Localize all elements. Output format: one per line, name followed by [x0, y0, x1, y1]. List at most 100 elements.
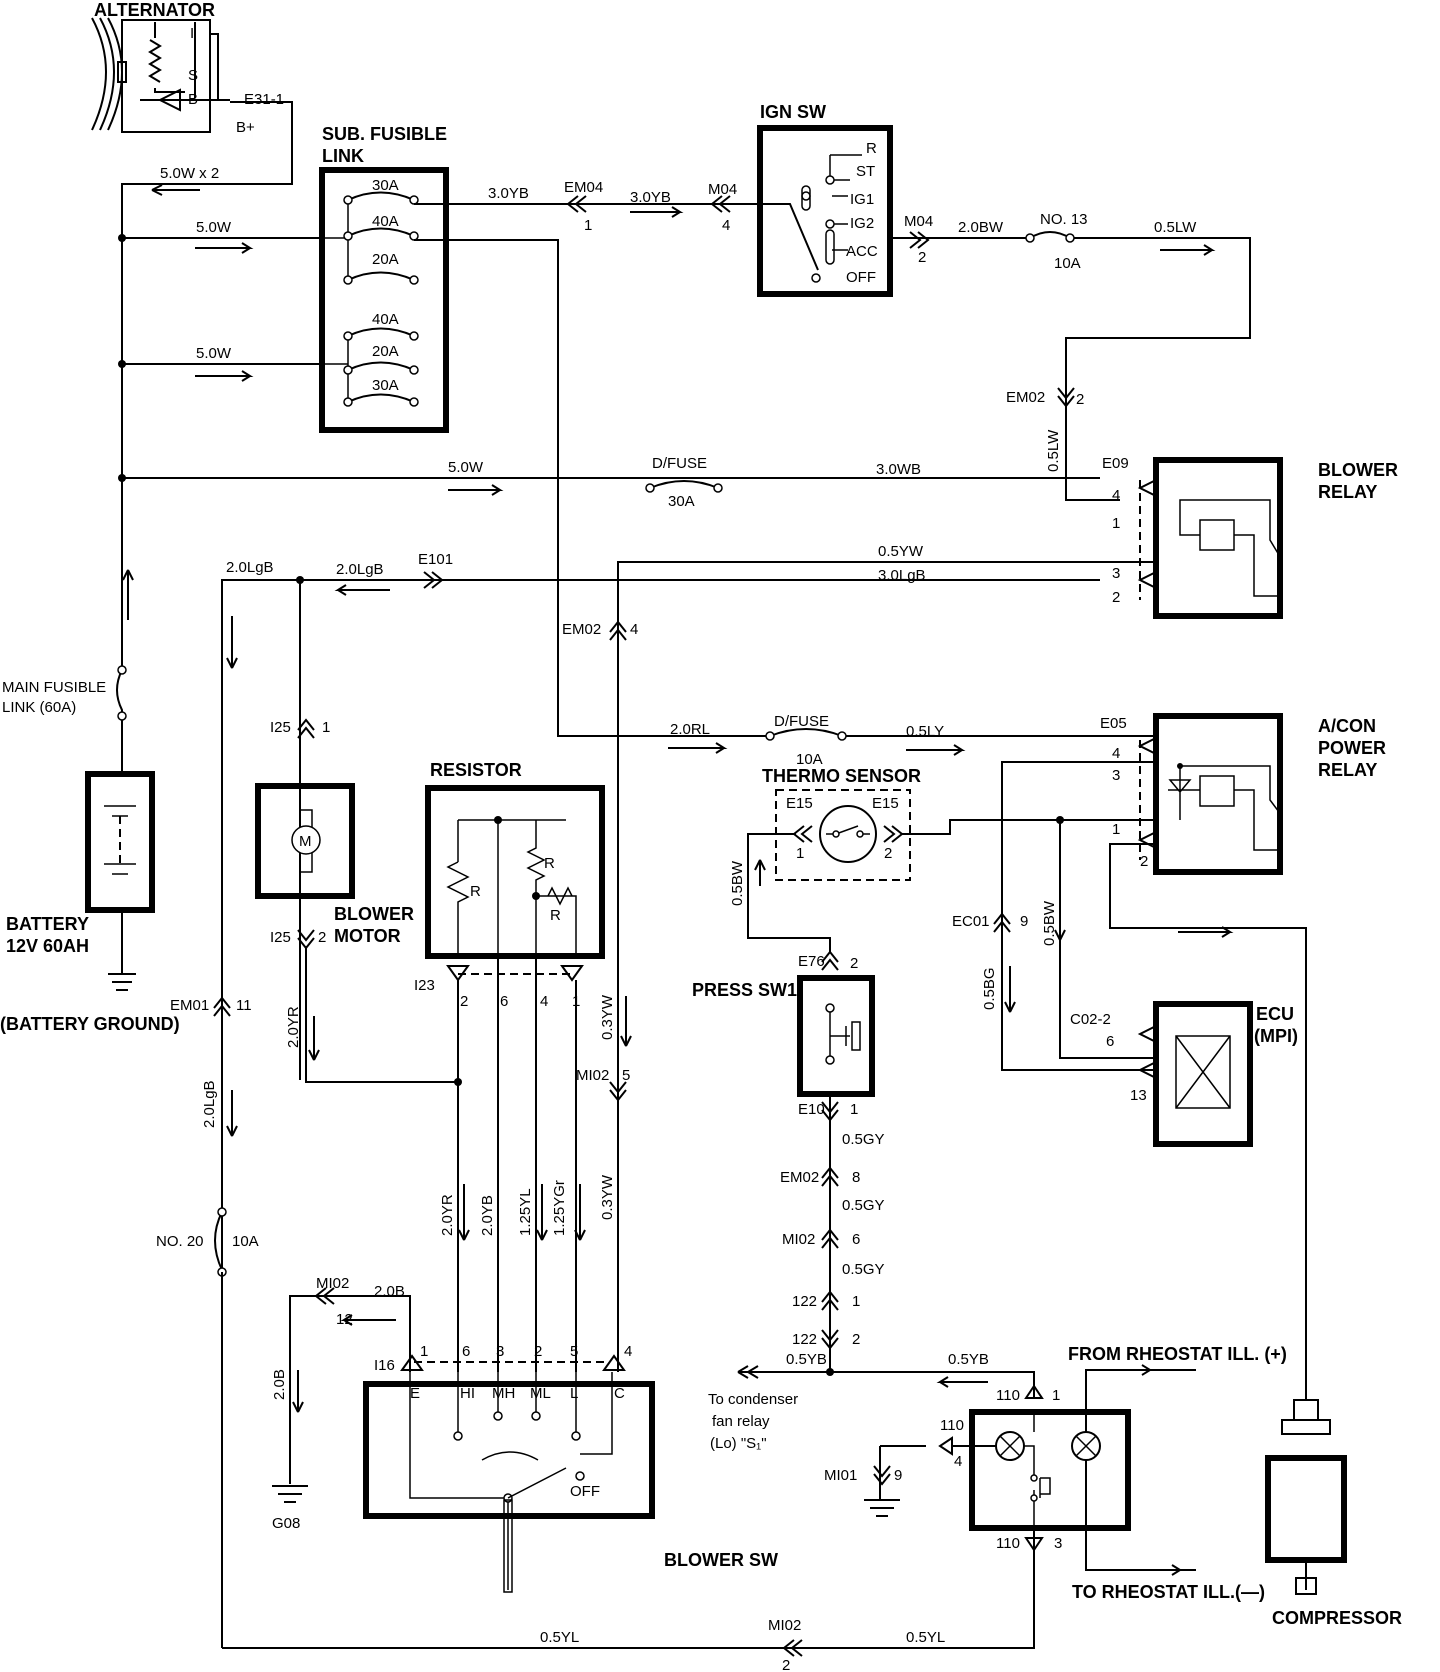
ill-pin-3: 3: [1054, 1535, 1062, 1552]
thermo-sensor-label: THERMO SENSOR: [762, 766, 921, 786]
conn-i16: I16: [374, 1357, 395, 1374]
dfuse-30-label: D/FUSE: [652, 455, 707, 472]
resistor-r-1: R: [470, 883, 481, 900]
bs-pin-5: 5: [570, 1343, 578, 1360]
from-rheostat-note: FROM RHEOSTAT ILL. (+): [1068, 1344, 1287, 1364]
wire-05yw-top: 0.5YW: [878, 543, 924, 560]
bs-term-ml: ML: [530, 1385, 551, 1402]
conn-122-b-pin: 2: [852, 1331, 860, 1348]
ap-pin-4: 4: [1112, 745, 1120, 762]
condenser-note-1: To condenser: [708, 1391, 798, 1408]
conn-mi02-b: MI02: [576, 1067, 609, 1084]
wire-03yw-a: 0.3YW: [599, 994, 616, 1040]
ecu: ECU (MPI) C02-2 6 13: [1070, 1001, 1298, 1147]
conn-e10: E10: [798, 1101, 825, 1118]
fuse-30a-a: 30A: [372, 177, 399, 194]
conn-mi02-a-pin: 6: [852, 1231, 860, 1248]
ecu-label-2: (MPI): [1254, 1026, 1298, 1046]
conn-e09: E09: [1102, 455, 1129, 472]
wire-3wb: 3.0WB: [876, 461, 921, 478]
resistor-label: RESISTOR: [430, 760, 522, 780]
ecu-pin-6: 6: [1106, 1033, 1114, 1050]
conn-i25-b: I25: [270, 929, 291, 946]
wire-05gy-b: 0.5GY: [842, 1197, 885, 1214]
battery-bus: 5.0W x 2 5.0W 5.0W 5.0W: [118, 101, 1100, 670]
blower-motor-label-1: BLOWER: [334, 904, 414, 924]
conn-e10-pin: 1: [850, 1101, 858, 1118]
ap-pin-3: 3: [1112, 767, 1120, 784]
wire-5w-a: 5.0W: [196, 219, 232, 236]
wire-03yw-b: 0.3YW: [599, 1174, 616, 1220]
ill-pin-110b: 110: [940, 1417, 964, 1434]
dfuse-10-label: D/FUSE: [774, 713, 829, 730]
conn-mi02-a: MI02: [782, 1231, 815, 1248]
conn-i25-b-pin: 2: [318, 929, 326, 946]
wire-5w-c: 5.0W: [448, 459, 484, 476]
ign-pos-r: R: [866, 140, 877, 157]
illumination-module: 110 1 110 4 110 3 FROM RHEOSTAT ILL. (+)…: [222, 1344, 1287, 1649]
ts-pin-2: 2: [884, 845, 892, 862]
ecu-pin-13: 13: [1130, 1087, 1147, 1104]
wire-3yb-a: 3.0YB: [488, 185, 529, 202]
conn-em02-a-pin: 2: [1076, 391, 1084, 408]
sub-fusible-label-1: SUB. FUSIBLE: [322, 124, 447, 144]
conn-m04a-pin: 4: [722, 217, 730, 234]
ign-feed: 3.0YB EM04 1 3.0YB M04 4: [414, 179, 760, 234]
conn-mi02-d-pin: 2: [782, 1657, 790, 1672]
wire-2lgb-a: 2.0LgB: [226, 559, 274, 576]
ign-pos-off: OFF: [846, 269, 876, 286]
fuse-no20-rating: 10A: [232, 1233, 259, 1250]
conn-122-b: 122: [792, 1331, 817, 1348]
wire-05lw-b: 0.5LW: [1045, 429, 1062, 472]
resistor: RESISTOR R R R I23 2 6 4 1: [414, 760, 605, 1372]
wire-3yb-b: 3.0YB: [630, 189, 671, 206]
wire-2yr-b: 2.0YR: [439, 1194, 456, 1236]
ign-pos-acc: ACC: [846, 243, 878, 260]
blower-motor-label-2: MOTOR: [334, 926, 401, 946]
acon-feed: 2.0RL D/FUSE 10A 0.5LY: [668, 713, 1156, 768]
bs-pin-2: 2: [534, 1343, 542, 1360]
acon-relay-label-1: A/CON: [1318, 716, 1376, 736]
resistor-r-3: R: [550, 907, 561, 924]
i23-pin-4: 4: [540, 993, 548, 1010]
conn-em02-c-pin: 8: [852, 1169, 860, 1186]
wire-05bg: 0.5BG: [981, 967, 998, 1010]
ill-pin-110a: 110: [996, 1387, 1020, 1404]
wire-125yl: 1.25YL: [517, 1188, 534, 1236]
alt-terminal-b: B: [188, 91, 198, 108]
battery: MAIN FUSIBLE LINK (60A) BATTERY 12V 60AH…: [0, 665, 180, 1034]
condenser-note-2: fan relay: [712, 1413, 770, 1430]
bs-pin-3: 3: [496, 1343, 504, 1360]
left-feed: EM01 11 2.0LgB NO. 20 10A: [156, 996, 259, 1277]
br-pin-3: 3: [1112, 565, 1120, 582]
to-rheostat-note: TO RHEOSTAT ILL.(—): [1072, 1582, 1265, 1602]
conn-em02-b-pin: 4: [630, 621, 638, 638]
wire-05bw-b: 0.5BW: [1041, 900, 1058, 946]
wire-05yl-a: 0.5YL: [540, 1629, 579, 1646]
fuse-20a-b: 20A: [372, 343, 399, 360]
alt-terminal-i: I: [190, 25, 194, 42]
conn-em02-b: EM02: [562, 621, 601, 638]
conn-em04-pin: 1: [584, 217, 592, 234]
alt-terminal-s: S: [188, 67, 198, 84]
ill-pin-4: 4: [954, 1453, 962, 1470]
ign-switch: IGN SW R ST IG1 IG2 ACC OFF: [757, 102, 893, 297]
i23-pin-6: 6: [500, 993, 508, 1010]
bottom-return: 0.5YL 0.5YL MI02 2: [221, 1272, 945, 1672]
acon-relay-label-2: POWER: [1318, 738, 1386, 758]
conn-mi01: MI01: [824, 1467, 857, 1484]
conn-e15-a: E15: [786, 795, 813, 812]
wire-05ly: 0.5LY: [906, 723, 944, 740]
conn-mi02-d: MI02: [768, 1617, 801, 1634]
ign-sw-label: IGN SW: [760, 102, 826, 122]
conn-m04b: M04: [904, 213, 933, 230]
press-sw1: PRESS SW1 E76 2 E10 1 0.5GY EM02 8 0.5GY…: [692, 950, 1035, 1398]
wire-05gy-c: 0.5GY: [842, 1261, 885, 1278]
conn-e15-b: E15: [872, 795, 899, 812]
thermo-sensor: THERMO SENSOR E15 E15 1 2 0.5BW 0.5BW 0.…: [729, 766, 1156, 1059]
br-pin-4: 4: [1112, 487, 1120, 504]
ap-pin-2: 2: [1140, 853, 1148, 870]
blower-switch: BLOWER SW I16 1 6 3 2 5 4 E HI MH ML L C…: [271, 1275, 778, 1593]
conn-i25-a: I25: [270, 719, 291, 736]
conn-em04: EM04: [564, 179, 603, 196]
